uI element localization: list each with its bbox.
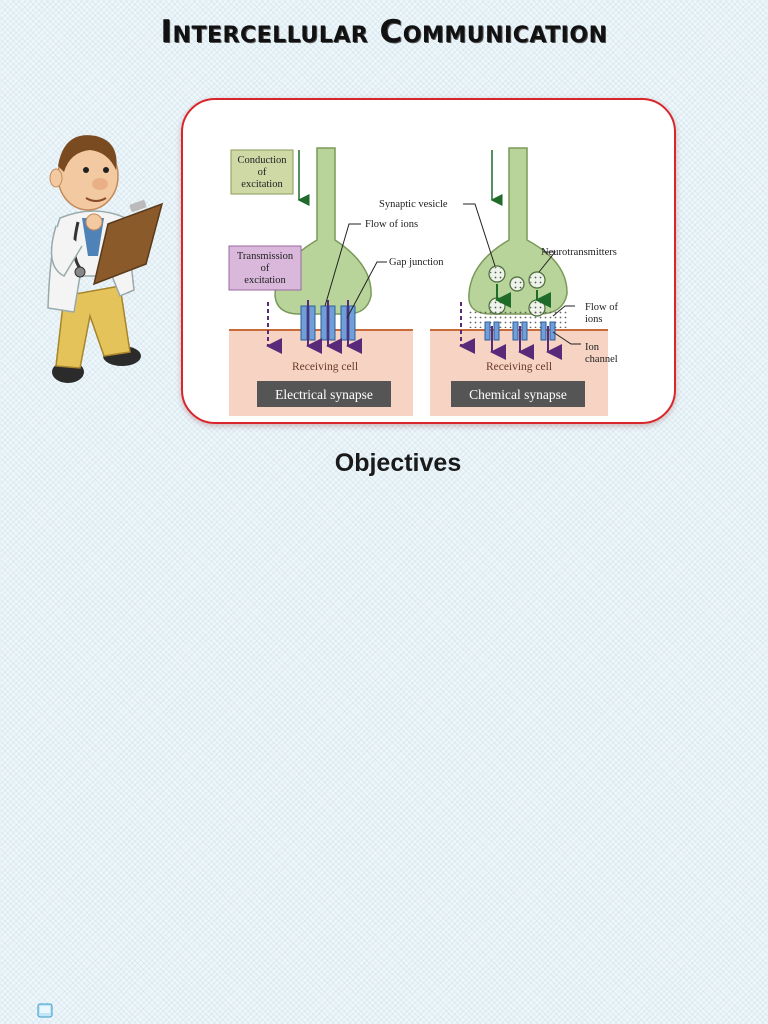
chemical-synapse-label: Chemical synapse xyxy=(469,387,567,402)
flow-of-ions-label-2-line1: Flow of xyxy=(585,302,618,313)
conduction-label-line3: excitation xyxy=(241,179,283,190)
ion-channel-label-line2: channel xyxy=(585,354,618,365)
flow-of-ions-label-2-line2: ions xyxy=(585,314,603,325)
transmission-label-line1: Transmission xyxy=(237,251,294,262)
page-title: Intercellular Communication xyxy=(160,14,608,50)
electrical-synapse-label: Electrical synapse xyxy=(275,387,373,402)
doctor-clipboard-icon xyxy=(47,135,164,383)
transmission-label-line2: of xyxy=(261,263,270,274)
receiving-cell-label-left: Receiving cell xyxy=(292,361,358,373)
receiving-cell-label-right: Receiving cell xyxy=(486,361,552,373)
synaptic-vesicle-label: Synaptic vesicle xyxy=(379,199,448,210)
conduction-label-line2: of xyxy=(258,167,267,178)
synapse-diagram: Conduction of excitation Transmission of… xyxy=(228,147,618,416)
gap-junction-label: Gap junction xyxy=(389,257,444,268)
transmission-label-line3: excitation xyxy=(244,275,286,286)
conduction-label-line1: Conduction xyxy=(238,155,288,166)
ion-channel-label-line1: Ion xyxy=(585,342,600,353)
neurotransmitters-label: Neurotransmitters xyxy=(541,247,617,258)
page-icon[interactable] xyxy=(37,1003,53,1018)
flow-of-ions-label: Flow of ions xyxy=(365,219,418,230)
synapse-diagram-frame: Conduction of excitation Transmission of… xyxy=(181,98,676,424)
objectives-heading: Objectives xyxy=(334,449,462,477)
